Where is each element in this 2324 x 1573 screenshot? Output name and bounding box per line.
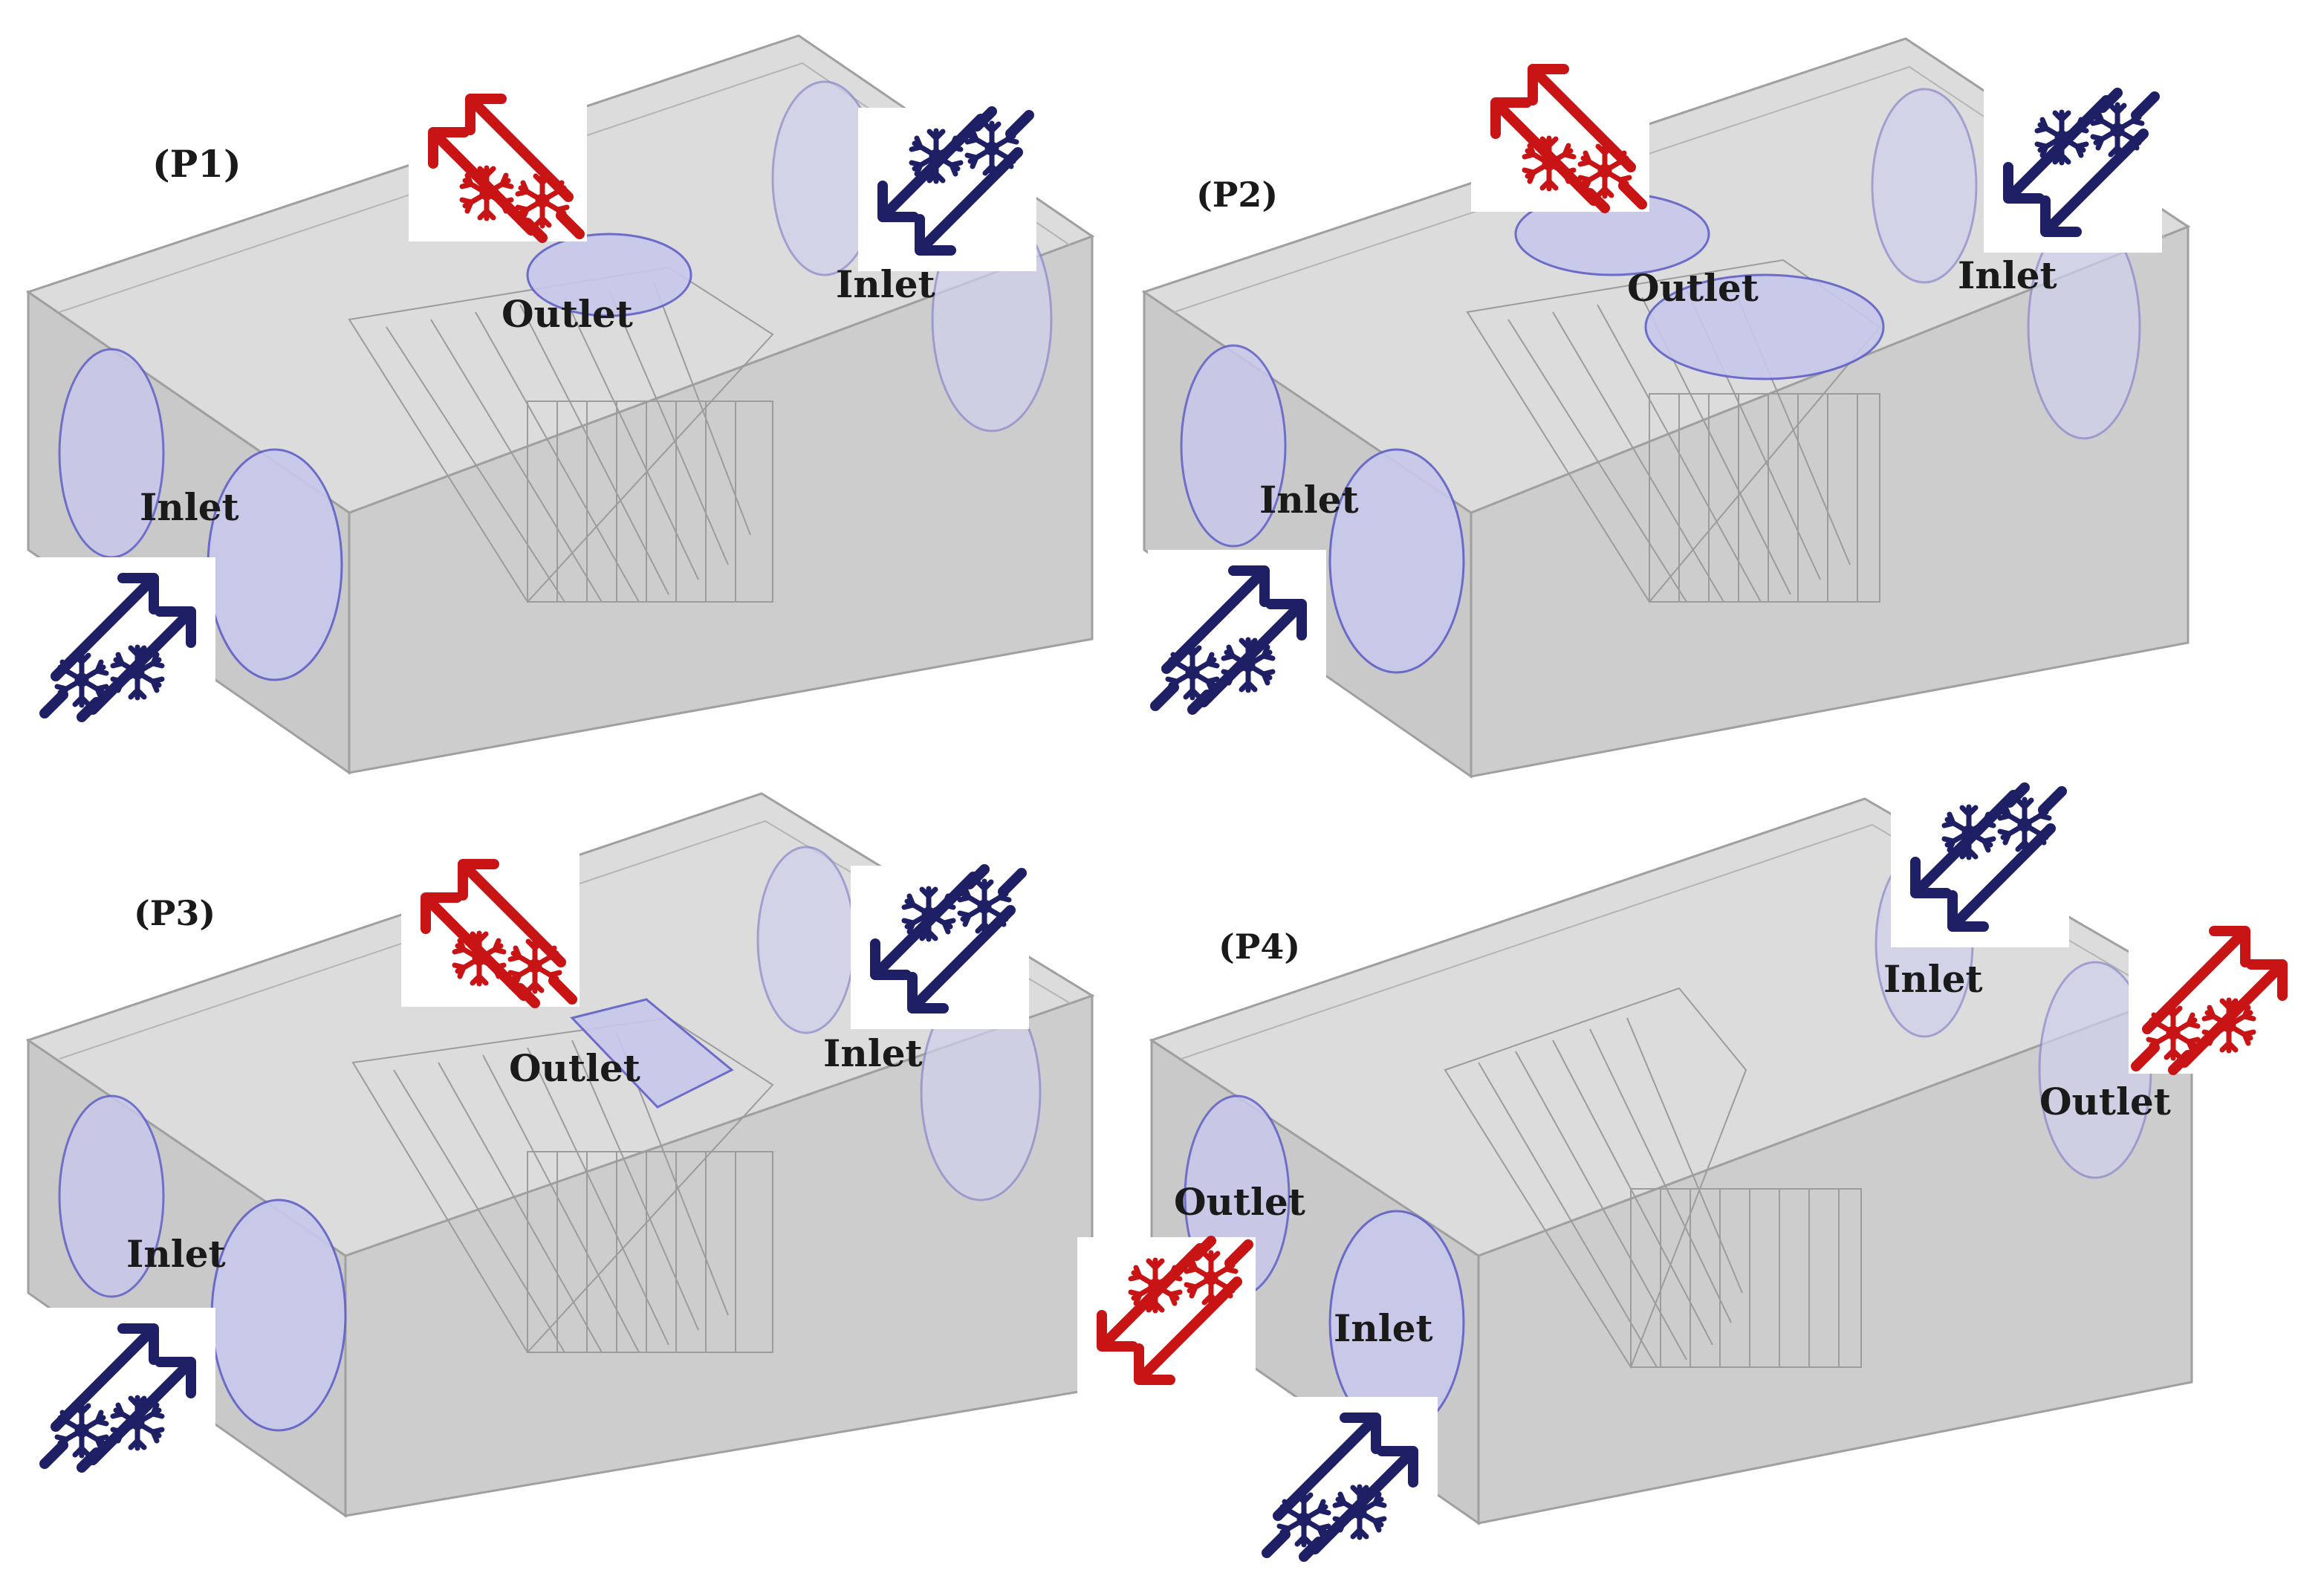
p2-tag: (P2) <box>1196 175 1278 215</box>
p4-inlet-left-label: Inlet <box>1334 1306 1433 1350</box>
panel-p3 <box>25 792 1095 1518</box>
p3-inlet-left-label: Inlet <box>126 1232 226 1276</box>
panel-p4 <box>1077 784 2307 1560</box>
panel-p2 <box>1141 37 2191 779</box>
panel-p1 <box>25 34 1095 775</box>
p1-inlet-left-label: Inlet <box>140 485 239 529</box>
p1-inlet-right-label: Inlet <box>836 262 935 306</box>
p2-inlet-left-label: Inlet <box>1259 478 1359 522</box>
p4-outlet-right-label: Outlet <box>2039 1080 2171 1123</box>
p3-inlet-right-label: Inlet <box>823 1031 923 1075</box>
p3-tag: (P3) <box>134 893 215 933</box>
p4-tag: (P4) <box>1218 927 1300 967</box>
p2-outlet-label: Outlet <box>1627 266 1759 310</box>
p3-outlet-label: Outlet <box>509 1046 640 1090</box>
p4-outlet-left-label: Outlet <box>1174 1180 1305 1224</box>
p1-tag: (P1) <box>152 142 241 186</box>
p1-outlet-label: Outlet <box>502 292 633 336</box>
p4-inlet-top-label: Inlet <box>1883 957 1983 1001</box>
p2-inlet-right-label: Inlet <box>1958 253 2057 297</box>
